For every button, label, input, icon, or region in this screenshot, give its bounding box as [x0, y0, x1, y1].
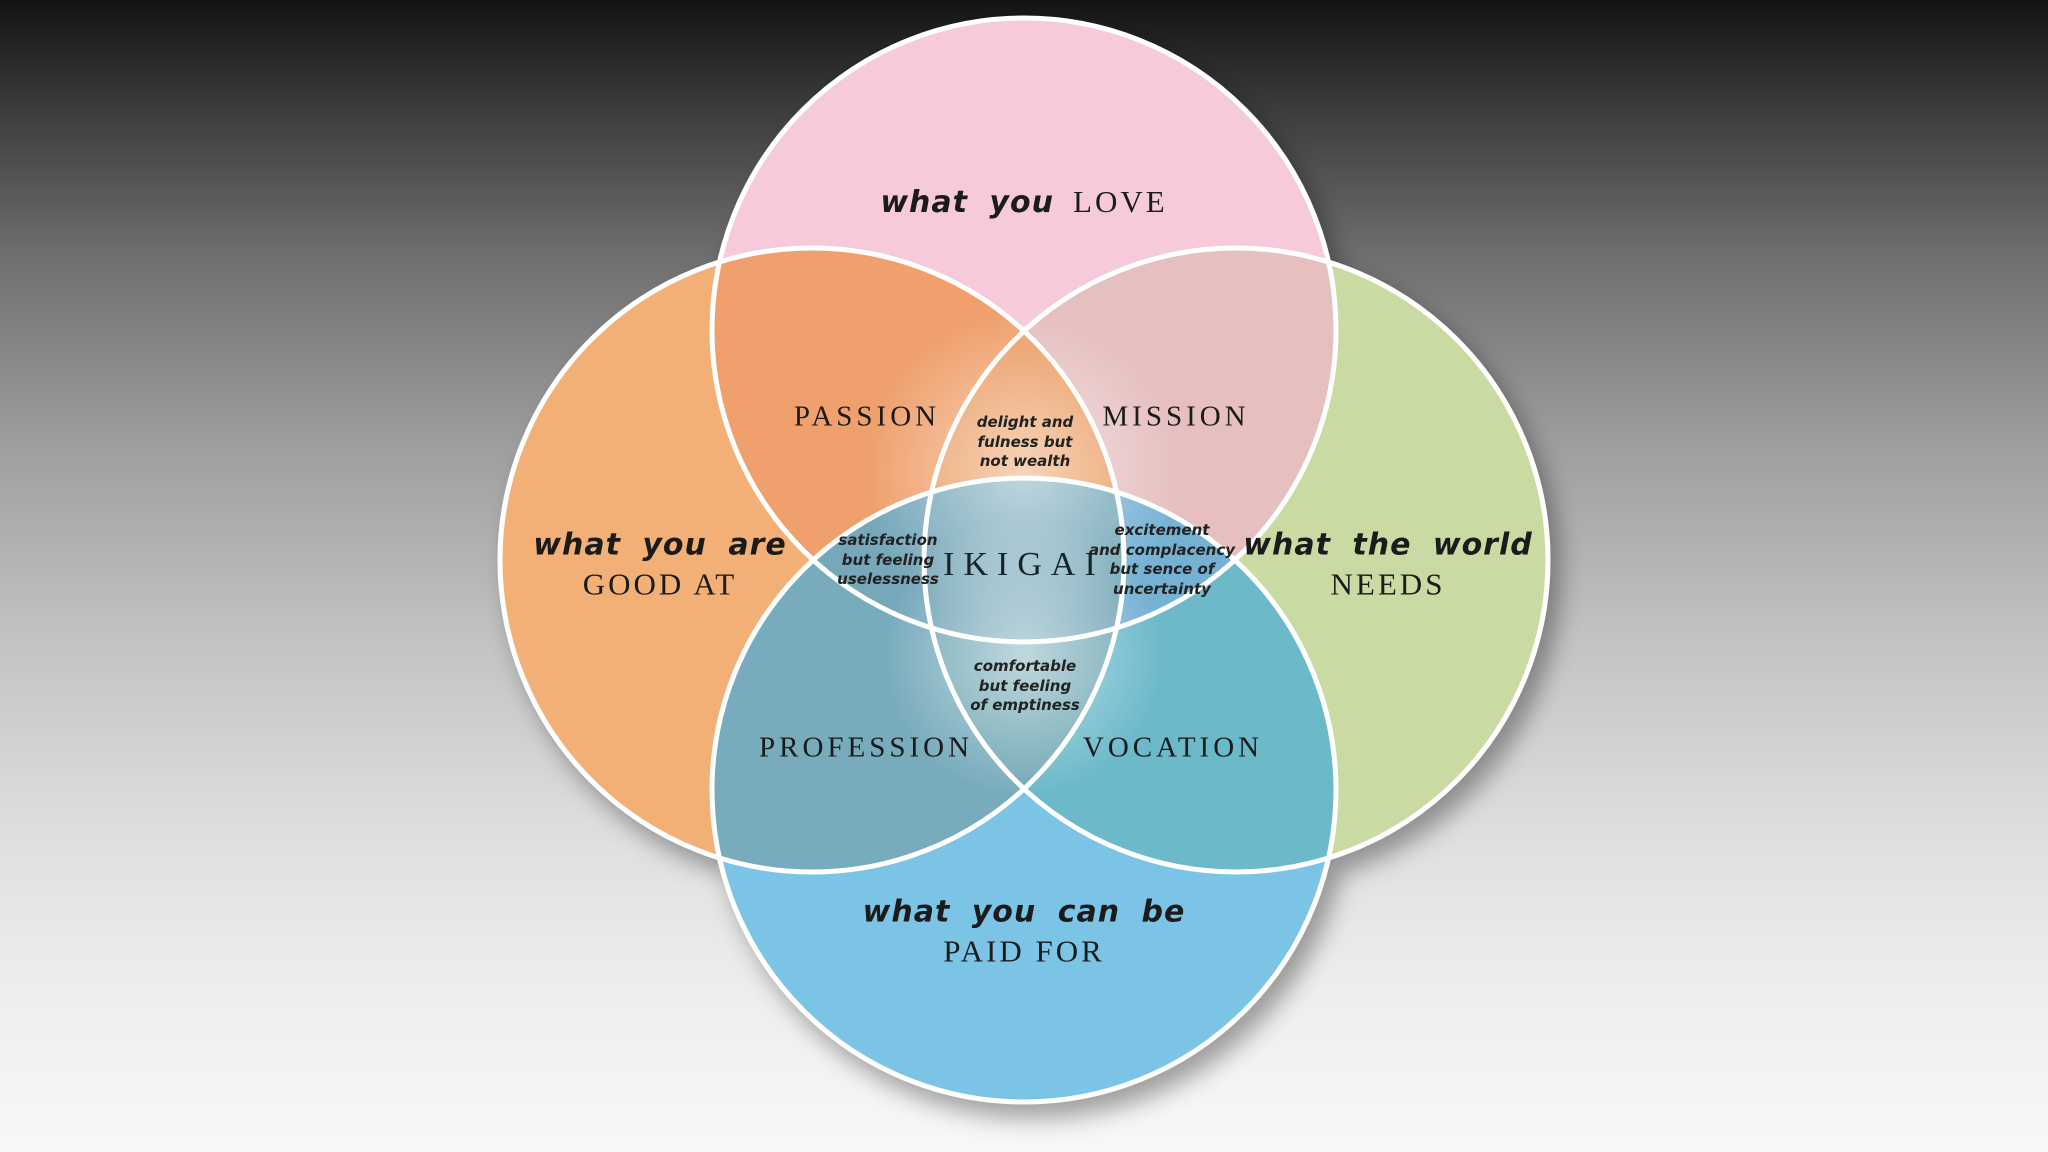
paid-for-label: what you can be PAID FOR — [863, 895, 1186, 970]
passion-label: PASSION — [793, 400, 941, 433]
paid-for-circle-outline — [709, 475, 1339, 1105]
love-label-caps: LOVE — [1073, 184, 1168, 219]
good-at-label-script: what you are — [533, 527, 787, 563]
love-label: what you LOVE — [880, 184, 1167, 220]
paid-for-label-caps: PAID FOR — [943, 933, 1105, 969]
note-delight: delight and fulness but not wealth — [976, 412, 1074, 470]
vocation-label: VOCATION — [1082, 731, 1264, 764]
good-at-label: what you are GOOD AT — [533, 528, 786, 603]
needs-label-script: what the world — [1243, 527, 1533, 563]
profession-label: PROFESSION — [758, 731, 974, 764]
ikigai-center-label: IKIGAI — [943, 546, 1105, 583]
mission-label: MISSION — [1102, 400, 1250, 433]
center-glow — [884, 515, 1164, 795]
needs-label: what the world NEEDS — [1243, 528, 1532, 603]
venn-circle-group — [497, 15, 1551, 1105]
paid-for-label-script: what you can be — [862, 894, 1186, 930]
needs-label-caps: NEEDS — [1330, 566, 1446, 602]
good-at-circle-outline — [497, 245, 1127, 875]
note-excitement: excitement and complacency but sence of … — [1088, 521, 1236, 598]
good-at-label-caps: GOOD AT — [582, 566, 738, 602]
note-satisfaction: satisfaction but feeling uselessness — [837, 530, 939, 588]
needs-circle-outline — [921, 245, 1551, 875]
note-comfortable: comfortable but feeling of emptiness — [970, 656, 1080, 714]
love-circle-outline — [709, 15, 1339, 645]
love-label-script: what you — [880, 185, 1054, 220]
